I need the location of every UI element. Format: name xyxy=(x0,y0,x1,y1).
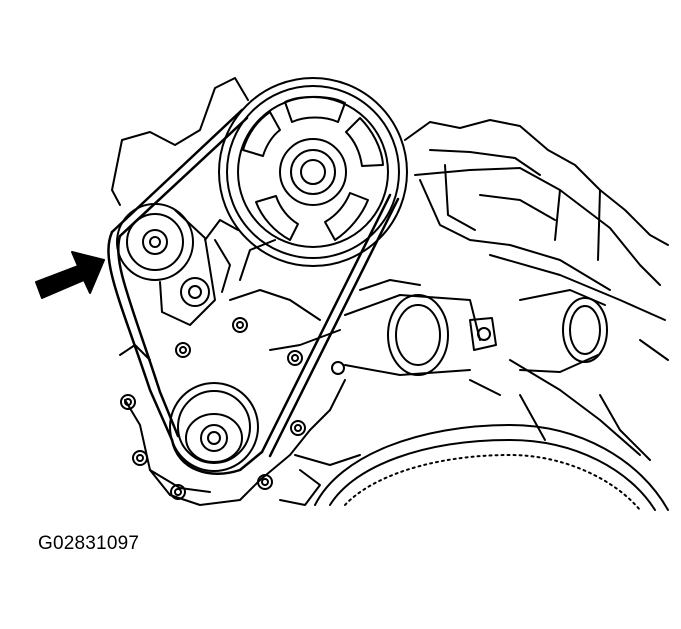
timing-cover xyxy=(314,424,669,511)
figure-id-label: G02831097 xyxy=(38,533,140,554)
tensioner-pulley xyxy=(116,203,239,326)
crankshaft-pulley xyxy=(169,382,259,472)
drive-belt xyxy=(107,108,400,475)
alternator-pulley xyxy=(218,77,408,267)
coolant-fittings xyxy=(344,289,608,376)
engine-block-outline xyxy=(111,77,669,506)
indicator-arrow xyxy=(35,251,105,299)
mounting-bolts xyxy=(120,317,345,500)
